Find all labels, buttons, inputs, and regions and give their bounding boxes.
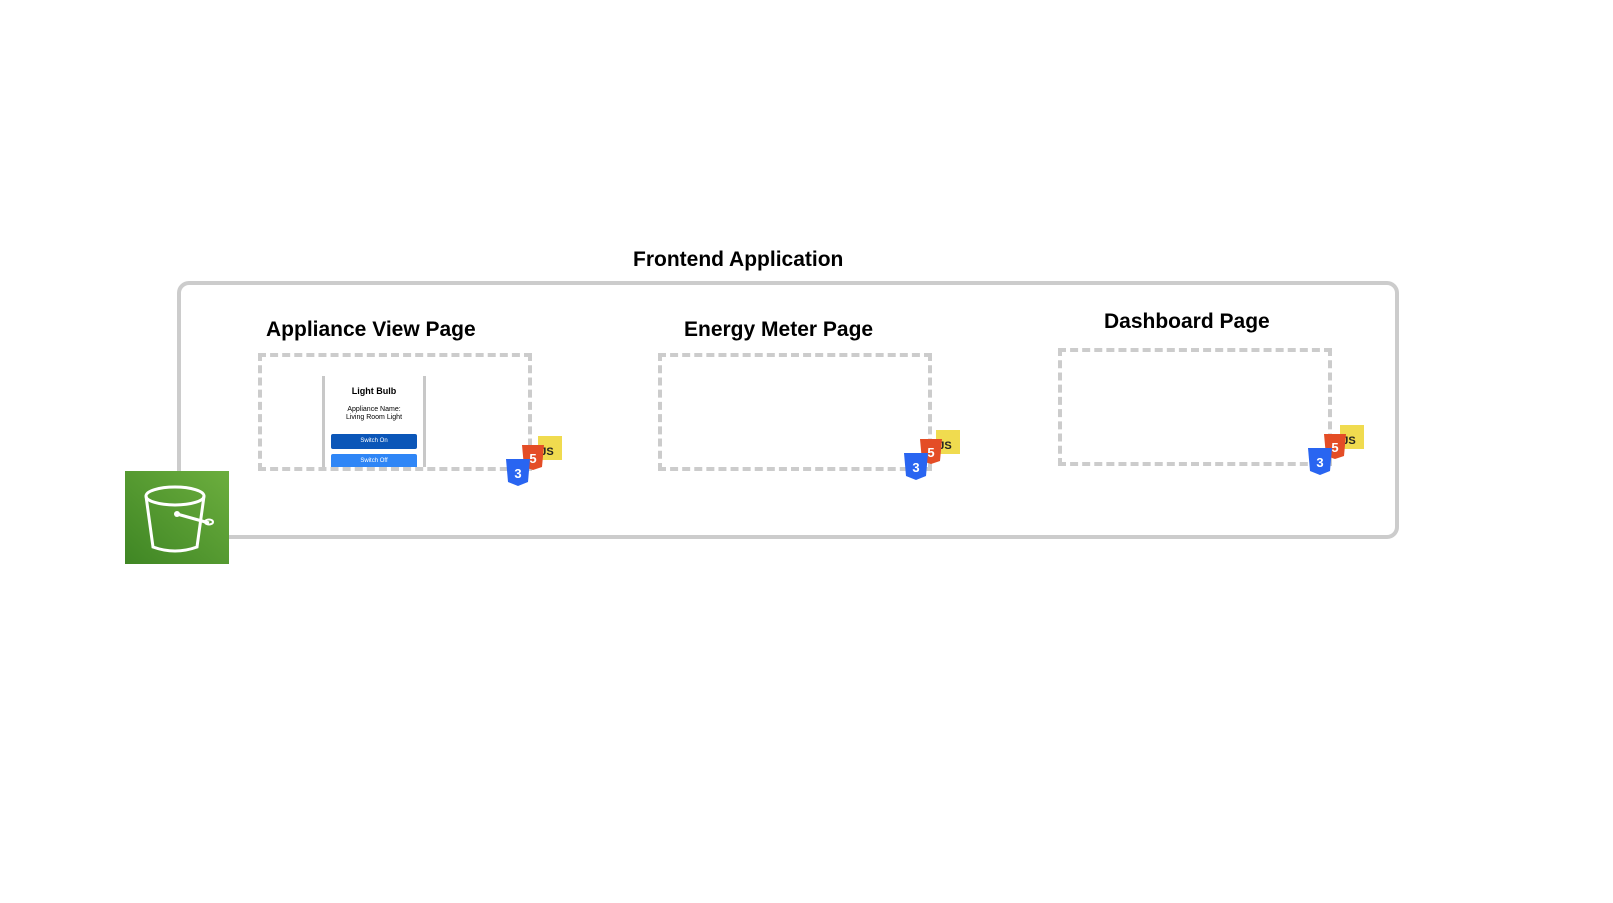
svg-text:3: 3 xyxy=(912,460,919,475)
css3-icon xyxy=(1308,448,1332,475)
css3-icon xyxy=(904,453,928,480)
tech-stack-badge-1: JS 5 3 xyxy=(506,436,562,486)
preview-title: Light Bulb xyxy=(351,386,397,396)
appliance-view-page-label: Appliance View Page xyxy=(266,318,476,341)
energy-meter-page-box xyxy=(658,353,932,471)
css3-icon xyxy=(506,459,530,486)
preview-appliance-name: Appliance Name: Living Room Light xyxy=(345,406,403,421)
frontend-application-container xyxy=(177,281,1399,539)
svg-text:5: 5 xyxy=(1331,440,1338,455)
tech-stack-badge-2: JS 5 3 xyxy=(904,430,960,480)
switch-off-button[interactable]: Switch Off xyxy=(331,454,417,467)
dashboard-page-label: Dashboard Page xyxy=(1104,310,1270,333)
energy-meter-page-label: Energy Meter Page xyxy=(684,318,874,341)
svg-text:3: 3 xyxy=(1316,455,1323,470)
svg-text:5: 5 xyxy=(529,451,536,466)
tech-stack-badge-3: JS 5 3 xyxy=(1308,425,1364,475)
appliance-preview-card: Light Bulb Appliance Name: Living Room L… xyxy=(322,376,426,467)
diagram-title: Frontend Application xyxy=(633,248,844,271)
svg-text:5: 5 xyxy=(927,445,934,460)
dashboard-page-box xyxy=(1058,348,1332,466)
switch-on-button[interactable]: Switch On xyxy=(331,434,417,449)
svg-text:3: 3 xyxy=(514,466,521,481)
appliance-view-page-box xyxy=(258,353,532,471)
s3-bucket-icon xyxy=(125,471,229,564)
